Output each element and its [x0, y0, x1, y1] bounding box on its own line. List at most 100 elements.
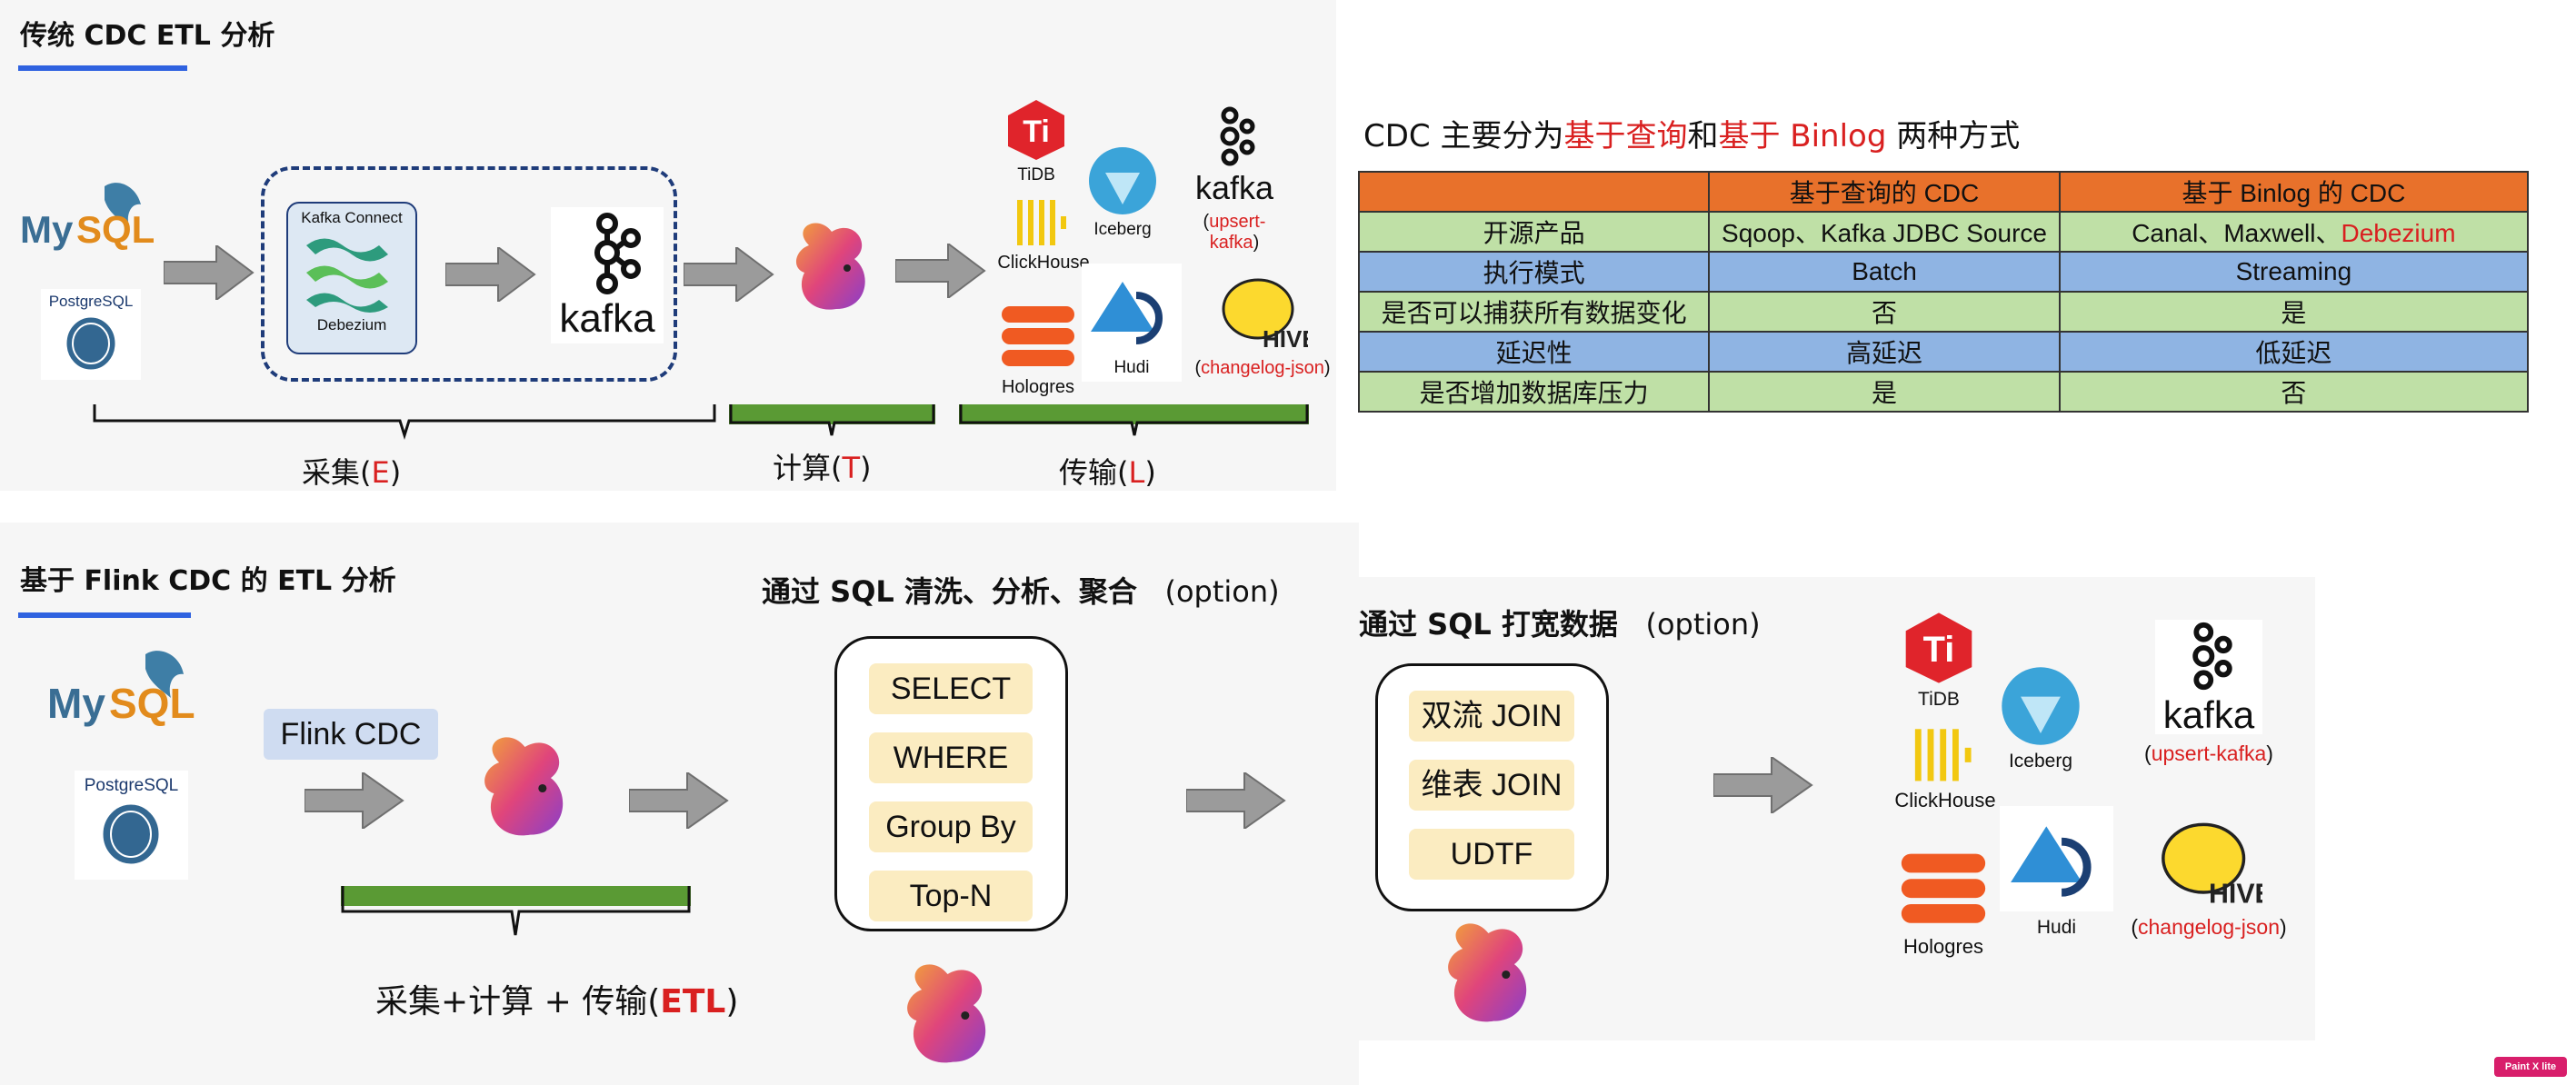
mysql-logo: My SQL: [45, 645, 200, 736]
iceberg-icon: [1089, 147, 1156, 214]
row-label: 开源产品: [1357, 211, 1711, 253]
elephant-icon: [100, 801, 162, 867]
row-label: 延迟性: [1357, 331, 1711, 373]
hologres-label: Hologres: [1902, 935, 1984, 958]
elephant-icon: [64, 314, 118, 373]
hologres-logo: Hologres: [1893, 850, 1993, 963]
binlog-highlight: Debezium: [2341, 219, 2456, 247]
clickhouse-icon: [1914, 729, 1972, 781]
arrow-icon: [1712, 755, 1813, 817]
table-row: 是否增加数据库压力 是 否: [1357, 371, 2530, 413]
widen-section-title: 通过 SQL 打宽数据 (option): [1359, 602, 1761, 643]
table-row: 执行模式 Batch Streaming: [1357, 251, 2530, 293]
tidb-icon: Ti: [1905, 612, 1972, 683]
binlog-text: Canal、Maxwell、: [2132, 219, 2341, 247]
hologres-logo: Hologres: [993, 303, 1083, 403]
binlog-cell: Canal、Maxwell、Debezium: [2058, 211, 2530, 253]
hudi-label: Hudi: [2036, 917, 2077, 938]
stage-t-letter: T: [842, 451, 861, 485]
header-cell: 基于 Binlog 的 CDC: [2058, 171, 2530, 213]
kafka-icon: [594, 213, 641, 294]
table-row: 开源产品 Sqoop、Kafka JDBC Source Canal、Maxwe…: [1357, 211, 2530, 253]
kafka-sink-logo: kafka (upsert-kafka): [1189, 105, 1280, 253]
bottom-title: 基于 Flink CDC 的 ETL 分析: [20, 565, 396, 597]
kafka-logo: kafka: [551, 207, 664, 343]
binlog-cell: 否: [2058, 371, 2530, 413]
compare-intro: CDC 主要分为基于查询和基于 Binlog 两种方式: [1363, 111, 2020, 155]
sql-option: (option): [1164, 574, 1280, 609]
flink-squirrel-icon: [1432, 918, 1545, 1035]
etl-brace: [341, 886, 691, 944]
postgresql-logo: PostgreSQL: [75, 771, 188, 880]
row-label: 是否增加数据库压力: [1357, 371, 1711, 413]
top-title: 传统 CDC ETL 分析: [20, 20, 275, 52]
flink-squirrel-icon: [468, 732, 582, 849]
etl-bar: [341, 886, 691, 906]
hive-icon: HIVE: [1222, 278, 1318, 353]
sql-chip-top-n: Top-N: [869, 871, 1033, 921]
stage-l-text: 传输(: [1059, 455, 1129, 490]
iceberg-label: Iceberg: [1093, 220, 1152, 239]
load-brace: [959, 404, 1309, 444]
sql-section-title: 通过 SQL 清洗、分析、聚合 (option): [762, 569, 1280, 611]
debezium-label: Debezium: [316, 316, 387, 333]
kafka-connect-card: Kafka Connect Debezium: [286, 202, 417, 354]
svg-text:Ti: Ti: [1023, 114, 1050, 149]
sql-chip-group-by: Group By: [869, 801, 1033, 852]
mysql-my-text: My: [20, 208, 74, 251]
kafka-connect-group: [261, 166, 677, 382]
query-cell: Sqoop、Kafka JDBC Source: [1708, 211, 2061, 253]
hudi-label: Hudi: [1113, 358, 1150, 377]
stage-e-letter: E: [371, 455, 390, 490]
query-cell: 否: [1708, 291, 2061, 333]
kafka-icon: [1220, 106, 1255, 166]
intro-part-e: 两种方式: [1886, 118, 2021, 154]
changelog-json-label: (changelog-json): [2131, 915, 2287, 939]
widen-title: 通过 SQL 打宽数据: [1359, 607, 1618, 642]
tidb-label: TiDB: [1017, 165, 1055, 184]
hudi-icon: [2011, 826, 2092, 897]
top-title-underline: [18, 65, 187, 71]
upsert-kafka-label: (upsert-kafka): [1203, 212, 1266, 253]
header-cell: 基于查询的 CDC: [1708, 171, 2061, 213]
kafka-sink-wordmark: kafka: [1194, 169, 1274, 206]
extract-brace: [91, 404, 718, 444]
table-row: 延迟性 高延迟 低延迟: [1357, 331, 2530, 373]
transform-bar: [729, 404, 935, 424]
row-label: 是否可以捕获所有数据变化: [1357, 291, 1711, 333]
arrow-icon: [1185, 771, 1286, 832]
hive-icon: HIVE: [2162, 822, 2273, 910]
iceberg-logo: Iceberg: [1082, 145, 1163, 239]
upsert-kafka-text: upsert-kafka: [2151, 742, 2267, 765]
stage-e-close: ): [389, 455, 402, 490]
hive-wordmark: HIVE: [2209, 880, 2262, 910]
intro-part-b: 基于查询: [1563, 118, 1688, 154]
stage-l-label: 传输(L): [1059, 450, 1156, 492]
query-cell: 是: [1708, 371, 2061, 413]
widen-chip-dual-join: 双流 JOIN: [1409, 691, 1574, 742]
svg-text:Ti: Ti: [1923, 630, 1955, 670]
arrow-icon: [444, 245, 536, 305]
postgresql-label: PostgreSQL: [84, 776, 179, 795]
svg-text:SQL: SQL: [109, 680, 195, 727]
etl-close: ): [725, 983, 739, 1020]
intro-part-c: 和: [1687, 118, 1719, 154]
kafka-connect-title: Kafka Connect: [301, 209, 403, 226]
kafka-sink-logo: kafka (upsert-kafka): [2118, 620, 2300, 779]
tidb-icon: Ti: [1008, 100, 1064, 160]
hive-logo: HIVE (changelog-json): [2118, 816, 2300, 948]
flink-cdc-tag: Flink CDC: [264, 709, 438, 760]
widen-option: (option): [1645, 607, 1761, 642]
stage-e-text: 采集(: [302, 455, 372, 490]
mysql-logo: My SQL: [18, 177, 155, 259]
postgresql-logo: PostgreSQL: [41, 289, 141, 380]
load-bar: [959, 404, 1309, 424]
clickhouse-logo: ClickHouse: [989, 198, 1098, 280]
stage-t-close: ): [860, 451, 872, 485]
widen-chip-dim-join: 维表 JOIN: [1409, 760, 1574, 811]
kafka-sink-wordmark: kafka: [2162, 693, 2255, 736]
arrow-icon: [683, 245, 774, 305]
arrow-icon: [628, 771, 729, 832]
changelog-json-text: changelog-json: [1201, 358, 1324, 378]
hudi-icon: [1091, 282, 1163, 344]
